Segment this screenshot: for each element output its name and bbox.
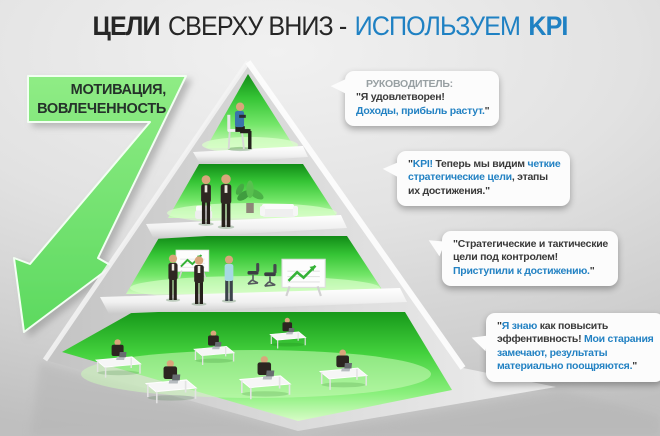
bubble-text: " [408,158,413,170]
bubble-text: , этапы [511,171,548,184]
bubble-text: Мои старания [584,333,654,346]
bubble-text: " [632,360,637,373]
bubble-text: эффентивность! [497,333,584,346]
bubble-text: материально поощряются. [497,360,633,373]
speech-bubble-tactics: "Стратегические и тактические цели под к… [442,231,619,287]
motivation-label-line1: МОТИВАЦИЯ, [70,82,167,98]
bubble-text: четкие [527,158,561,170]
bubble-text: замечают, результаты [497,346,608,359]
bubble-text: как повысить [537,320,609,332]
bubble-text: Я знаю [501,320,538,332]
title-goals: ЦЕЛИ [92,11,161,41]
motivation-label: МОТИВАЦИЯ, ВОВЛЕЧЕННОСТЬ [28,81,166,119]
bubble-text: их достижения." [408,184,490,197]
bubble-text: цели под контролем! [453,251,558,264]
speech-bubble-employee: "Я знаю как повысить эффентивность! Мои … [486,313,660,382]
floor-slab-3 [100,288,407,314]
title-topdown: СВЕРХУ ВНИЗ - [167,11,347,41]
floor-slab-1 [193,146,308,164]
motivation-label-line2: ВОВЛЕЧЕННОСТЬ [37,101,166,118]
bubble-text: Приступили к достижению. [453,264,590,277]
bubble-text: " [589,264,595,277]
bubble-text: KPI! [412,158,433,170]
motivation-arrow [13,75,187,333]
sofa [260,204,298,217]
ground-shadow [30,362,660,436]
bubble-text: "Я удовлетворен! [356,91,445,104]
bubble-text: Теперь мы видим [432,158,528,170]
bubble-role-label: РУКОВОДИТЕЛЬ: [366,78,453,90]
floor-slab-2 [146,215,347,239]
bubble-text: "Стратегические и тактические [453,238,609,250]
speech-bubble-kpi: "KPI! Теперь мы видим четкие стратегичес… [397,151,571,207]
bubble-text: " [497,320,502,332]
bubble-text: " [484,104,490,117]
title-kpi: KPI [528,11,568,41]
title-use: ИСПОЛЬЗУЕМ [354,11,521,41]
bubble-text: Доходы, прибыль растут. [356,104,485,117]
bubble-text: стратегические цели [408,171,512,184]
speech-bubble-director: РУКОВОДИТЕЛЬ: "Я удовлетворен! Доходы, п… [345,71,500,127]
